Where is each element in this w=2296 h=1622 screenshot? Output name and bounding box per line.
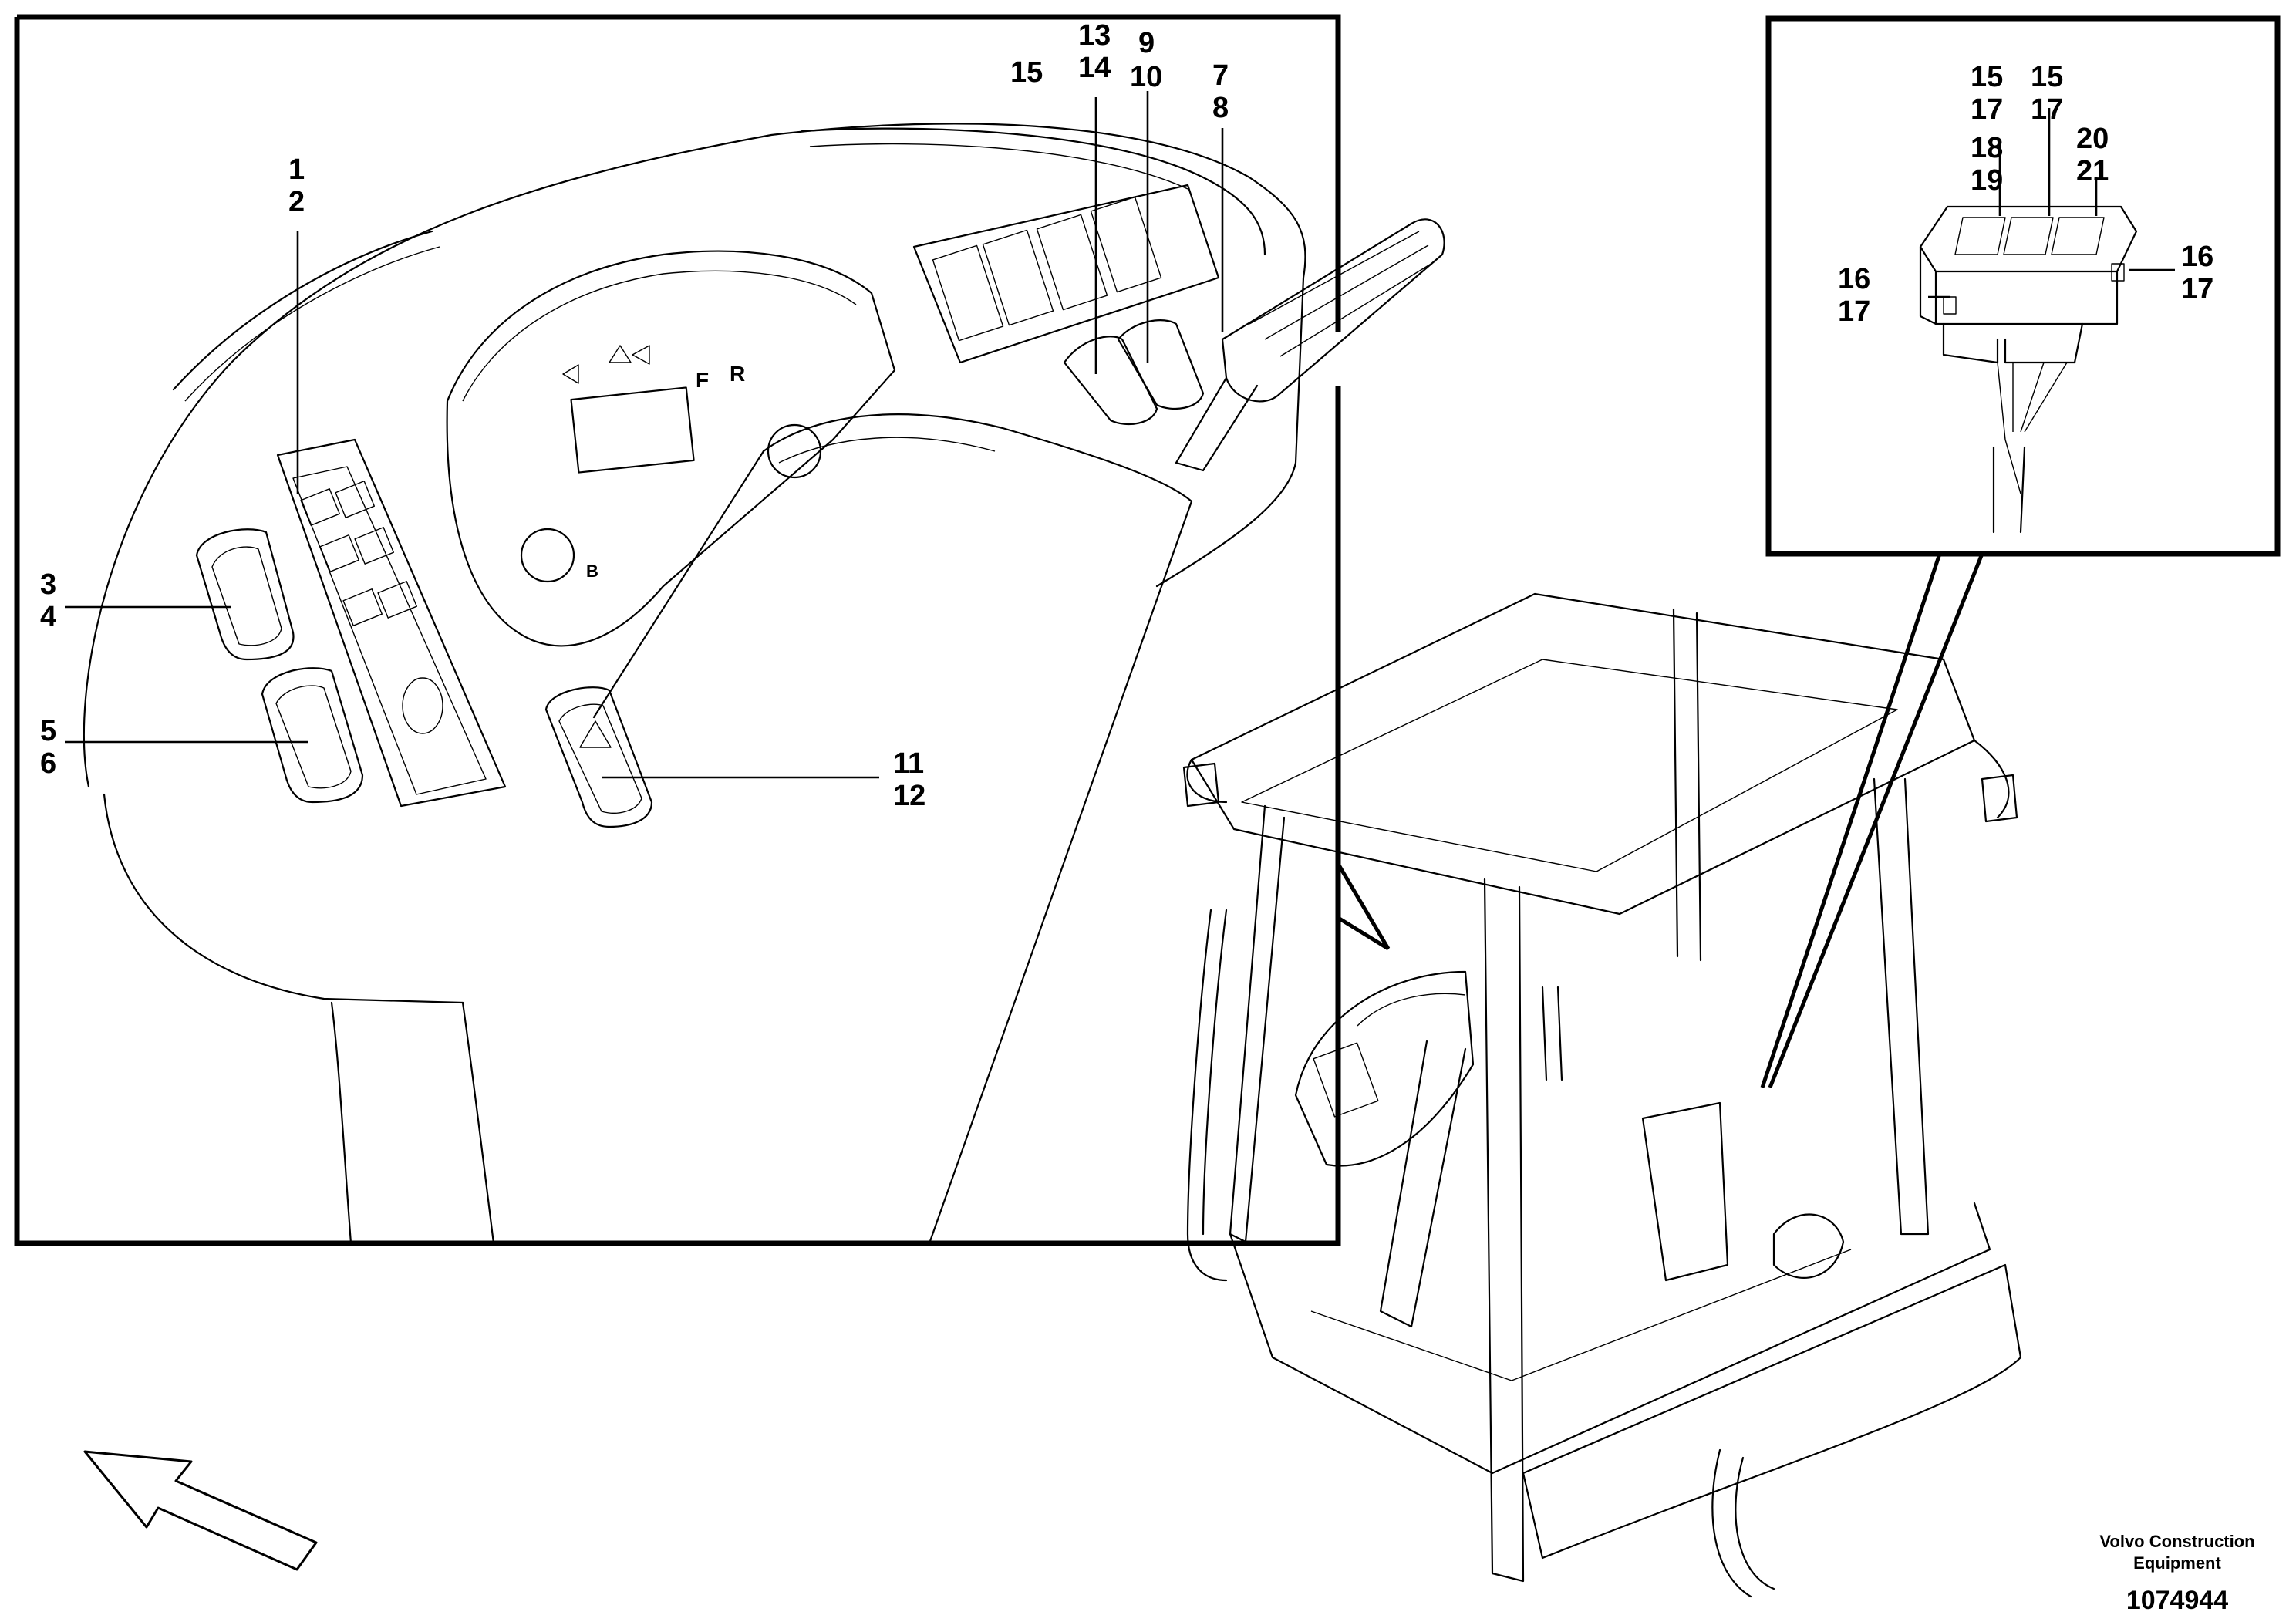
leader-lines-inset — [1928, 108, 2175, 298]
rocker-switch-11-12 — [544, 686, 653, 828]
callout-inset-15b: 15 — [2031, 61, 2063, 93]
callout-7: 7 — [1212, 59, 1229, 92]
direction-arrow-icon — [562, 345, 650, 384]
cluster-display — [570, 386, 695, 474]
callout-12: 12 — [893, 780, 925, 812]
drawing-number: 1074944 — [2126, 1586, 2228, 1615]
detail-view-frame — [14, 14, 1341, 1246]
callout-inset-16-left: 16 — [1838, 263, 1870, 295]
callout-6: 6 — [40, 747, 56, 780]
gauge-mark: B — [586, 561, 598, 581]
gear-selector-lever — [1175, 218, 1445, 472]
callout-9: 9 — [1138, 27, 1155, 59]
callout-10: 10 — [1130, 61, 1162, 93]
rocker-switch-5-6 — [261, 667, 364, 804]
upper-switch-bank — [912, 184, 1220, 426]
callout-3: 3 — [40, 568, 56, 601]
forward-symbol: F — [696, 368, 709, 392]
gauge-left — [520, 528, 575, 583]
callout-4: 4 — [40, 601, 56, 633]
switch-block-left — [276, 438, 507, 808]
steering-column-cover — [592, 413, 1193, 1245]
hazard-warning-icon — [579, 720, 612, 748]
callout-inset-20: 20 — [2076, 123, 2109, 155]
instrument-cluster: F R B — [446, 250, 896, 647]
leader-lines-detail — [65, 91, 1224, 779]
callout-inset-21: 21 — [2076, 155, 2109, 187]
brand-line-1: Volvo Construction — [2099, 1532, 2254, 1551]
callout-1: 1 — [288, 153, 305, 186]
brand-line-2: Equipment — [2133, 1553, 2221, 1573]
callout-inset-17b: 17 — [2031, 93, 2063, 126]
callout-inset-16-right: 16 — [2181, 241, 2213, 273]
direction-arrow — [83, 1450, 318, 1571]
reverse-symbol: R — [730, 362, 745, 386]
callout-14: 14 — [1078, 52, 1111, 84]
rocker-switch-3-4 — [195, 528, 295, 661]
callout-5: 5 — [40, 715, 56, 747]
callout-inset-15a: 15 — [1971, 61, 2003, 93]
footer-block: Volvo Construction Equipment 1074944 — [2099, 1532, 2254, 1615]
inset-frame — [1765, 15, 2281, 557]
callout-inset-17-left: 17 — [1838, 295, 1870, 328]
callouts-inset: 15 17 15 17 18 19 20 21 16 17 16 17 — [1838, 61, 2213, 328]
gauge-right — [767, 423, 822, 479]
callout-15: 15 — [1010, 56, 1043, 89]
callout-inset-17-right: 17 — [2181, 273, 2213, 305]
callout-inset-18: 18 — [1971, 132, 2003, 164]
detail-pointer — [1336, 862, 1391, 968]
inset-switch-module — [1919, 205, 2138, 534]
callout-2: 2 — [288, 186, 305, 218]
cab-overview — [1182, 592, 2022, 1598]
callout-13: 13 — [1078, 19, 1111, 52]
callout-11: 11 — [893, 747, 924, 780]
inset-pointer — [1760, 553, 1984, 1088]
callouts-detail: 1 2 3 4 5 6 7 8 9 10 11 12 13 14 15 — [40, 19, 1229, 812]
callout-inset-17a: 17 — [1971, 93, 2003, 126]
callout-8: 8 — [1212, 92, 1229, 124]
callout-inset-19: 19 — [1971, 164, 2003, 197]
